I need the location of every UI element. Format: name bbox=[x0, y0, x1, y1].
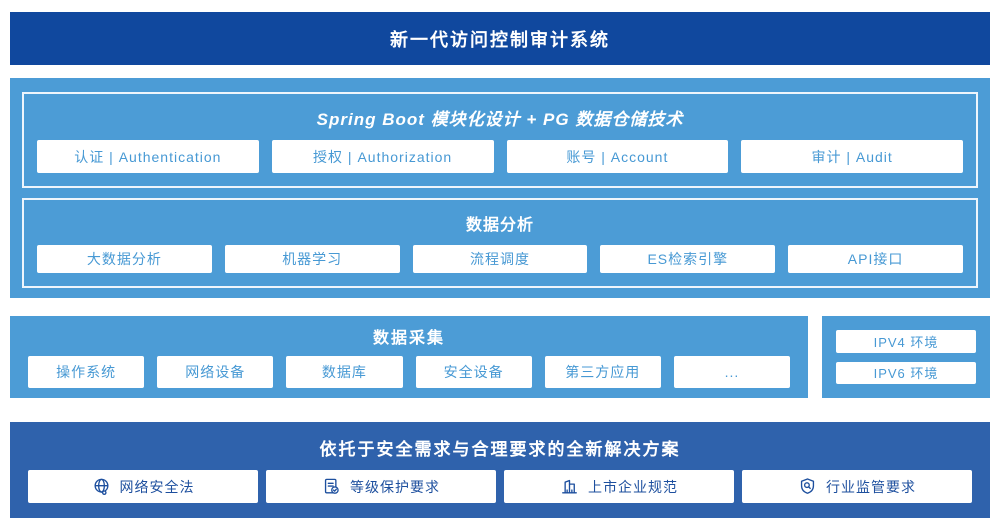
collection-section: 数据采集 操作系统 网络设备 数据库 安全设备 第三方应用 ... bbox=[10, 316, 808, 398]
chip-industry-regulation: 行业监管要求 bbox=[742, 470, 972, 503]
platform-section: Spring Boot 模块化设计 + PG 数据仓储技术 认证 | Authe… bbox=[10, 78, 990, 298]
chip-workflow-scheduling: 流程调度 bbox=[412, 245, 588, 273]
chip-thirdparty-app: 第三方应用 bbox=[544, 356, 661, 388]
solution-chip-row: 网络安全法 等级保护要求 上市企业规范 bbox=[28, 470, 972, 503]
chip-ipv6-environment: IPV6 环境 bbox=[836, 361, 976, 384]
chip-account: 账号 | Account bbox=[506, 140, 729, 173]
document-check-icon bbox=[324, 478, 339, 494]
chip-listed-company-standard: 上市企业规范 bbox=[504, 470, 734, 503]
chip-more-ellipsis: ... bbox=[673, 356, 791, 388]
globe-icon bbox=[93, 478, 109, 496]
chip-label: 行业监管要求 bbox=[826, 478, 916, 495]
chip-database: 数据库 bbox=[286, 356, 403, 388]
solution-title: 依托于安全需求与合理要求的全新解决方案 bbox=[319, 440, 681, 459]
springboot-title: Spring Boot 模块化设计 + PG 数据仓储技术 bbox=[316, 110, 684, 129]
system-title-banner: 新一代访问控制审计系统 bbox=[10, 12, 990, 65]
chip-label: 等级保护要求 bbox=[350, 478, 440, 495]
chip-machine-learning: 机器学习 bbox=[224, 245, 400, 273]
springboot-frame: Spring Boot 模块化设计 + PG 数据仓储技术 认证 | Authe… bbox=[22, 92, 978, 188]
chip-api-interface: API接口 bbox=[788, 245, 963, 273]
chip-classified-protection: 等级保护要求 bbox=[266, 470, 496, 503]
chip-authentication: 认证 | Authentication bbox=[37, 140, 259, 173]
analysis-frame: 数据分析 大数据分析 机器学习 流程调度 ES检索引擎 API接口 bbox=[22, 198, 978, 288]
environment-section: IPV4 环境 IPV6 环境 bbox=[822, 316, 990, 398]
chip-label: 网络安全法 bbox=[119, 478, 195, 495]
chip-network-device: 网络设备 bbox=[157, 356, 274, 388]
analysis-chip-row: 大数据分析 机器学习 流程调度 ES检索引擎 API接口 bbox=[37, 245, 963, 273]
springboot-chip-row: 认证 | Authentication 授权 | Authorization 账… bbox=[37, 140, 963, 173]
chip-label: 上市企业规范 bbox=[588, 478, 678, 495]
building-icon bbox=[562, 479, 577, 494]
chip-authorization: 授权 | Authorization bbox=[271, 140, 494, 173]
solution-section: 依托于安全需求与合理要求的全新解决方案 网络安全法 等级保护要求 bbox=[10, 422, 990, 518]
analysis-title: 数据分析 bbox=[465, 217, 534, 234]
chip-es-search-engine: ES检索引擎 bbox=[600, 245, 776, 273]
collection-title: 数据采集 bbox=[372, 330, 445, 347]
system-title: 新一代访问控制审计系统 bbox=[390, 29, 610, 50]
chip-ipv4-environment: IPV4 环境 bbox=[836, 330, 976, 353]
chip-operating-system: 操作系统 bbox=[28, 356, 145, 388]
shield-magnifier-icon bbox=[800, 478, 815, 494]
chip-cybersecurity-law: 网络安全法 bbox=[28, 470, 258, 503]
chip-audit: 审计 | Audit bbox=[741, 140, 963, 173]
collection-chip-row: 操作系统 网络设备 数据库 安全设备 第三方应用 ... bbox=[28, 356, 791, 388]
chip-security-device: 安全设备 bbox=[415, 356, 532, 388]
chip-bigdata-analysis: 大数据分析 bbox=[37, 245, 212, 273]
